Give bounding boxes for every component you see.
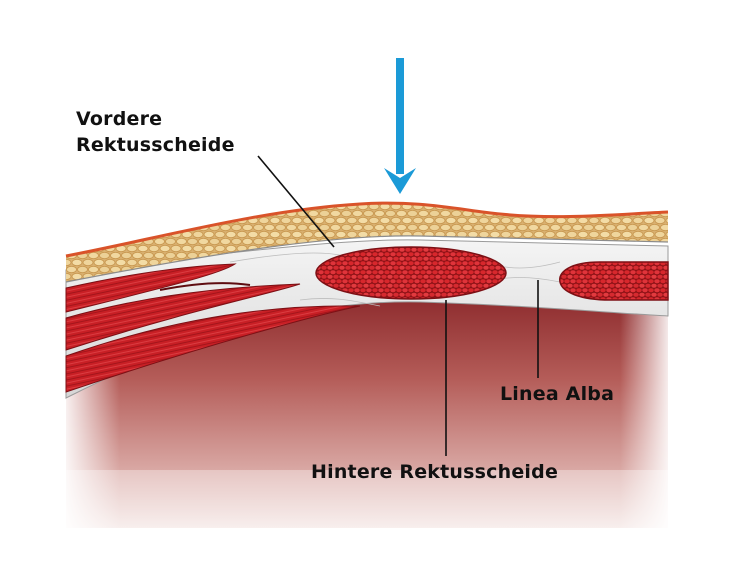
label-hintere-rektusscheide: Hintere Rektusscheide — [311, 461, 559, 483]
label-vordere-line2: Rektusscheide — [76, 134, 235, 156]
label-vordere-rektusscheide: Vordere Rektusscheide — [76, 106, 235, 158]
label-vordere-line1: Vordere — [76, 108, 163, 130]
rectus-muscle-right — [559, 261, 669, 301]
vordere-leader-line — [257, 155, 335, 248]
abdominal-cavity — [60, 290, 674, 532]
subcutaneous-fat — [65, 201, 669, 283]
label-linea-alba: Linea Alba — [500, 383, 615, 405]
oblique-muscles — [65, 263, 361, 393]
rectus-muscle-left — [315, 246, 507, 300]
arrow-down-icon — [384, 58, 416, 194]
